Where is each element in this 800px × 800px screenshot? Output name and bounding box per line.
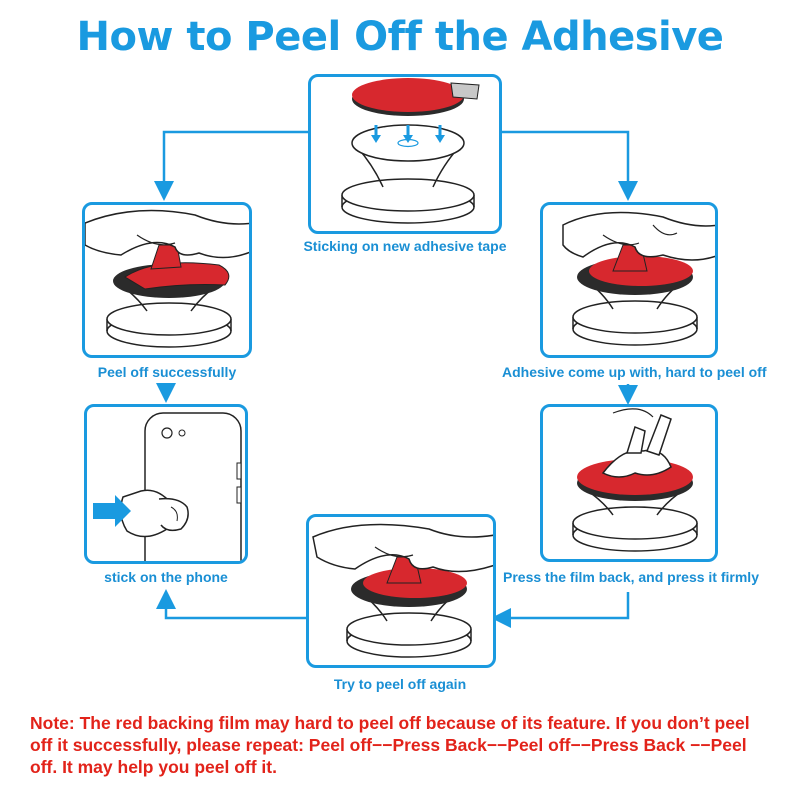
step-panel-press-back	[540, 404, 718, 562]
arrow-top-to-left	[154, 130, 310, 201]
adhesive-tape-on-grip-icon	[341, 78, 480, 224]
caption-peel-success: Peel off successfully	[97, 364, 237, 380]
caption-press-back: Press the film back, and press it firmly	[503, 569, 759, 585]
step-panel-try-again	[306, 514, 496, 668]
caption-try-again: Try to peel off again	[333, 676, 467, 692]
step-panel-peel-success	[82, 202, 252, 358]
arrow-top-to-right	[500, 130, 638, 201]
page-title: How to Peel Off the Adhesive	[76, 14, 724, 60]
step-panel-sticking	[308, 74, 502, 234]
warning-note: Note: The red backing film may hard to p…	[30, 713, 750, 777]
step-panel-stick-phone	[84, 404, 248, 564]
caption-adhesive-come-up: Adhesive come up with, hard to peel off	[502, 364, 767, 380]
hand-peeling-tape-icon	[562, 211, 715, 346]
arrow-retry-to-phone	[156, 589, 306, 620]
phone-with-grip-icon	[93, 412, 242, 561]
hand-pressing-film-icon	[572, 408, 698, 552]
hand-peeling-tape-icon	[312, 523, 493, 658]
step-panel-adhesive-come-up	[540, 202, 718, 358]
caption-stick-phone: stick on the phone	[104, 569, 228, 585]
caption-sticking: Sticking on new adhesive tape	[303, 238, 507, 254]
arrow-press-to-retry	[491, 592, 630, 628]
hand-peeling-tape-icon	[85, 209, 249, 348]
